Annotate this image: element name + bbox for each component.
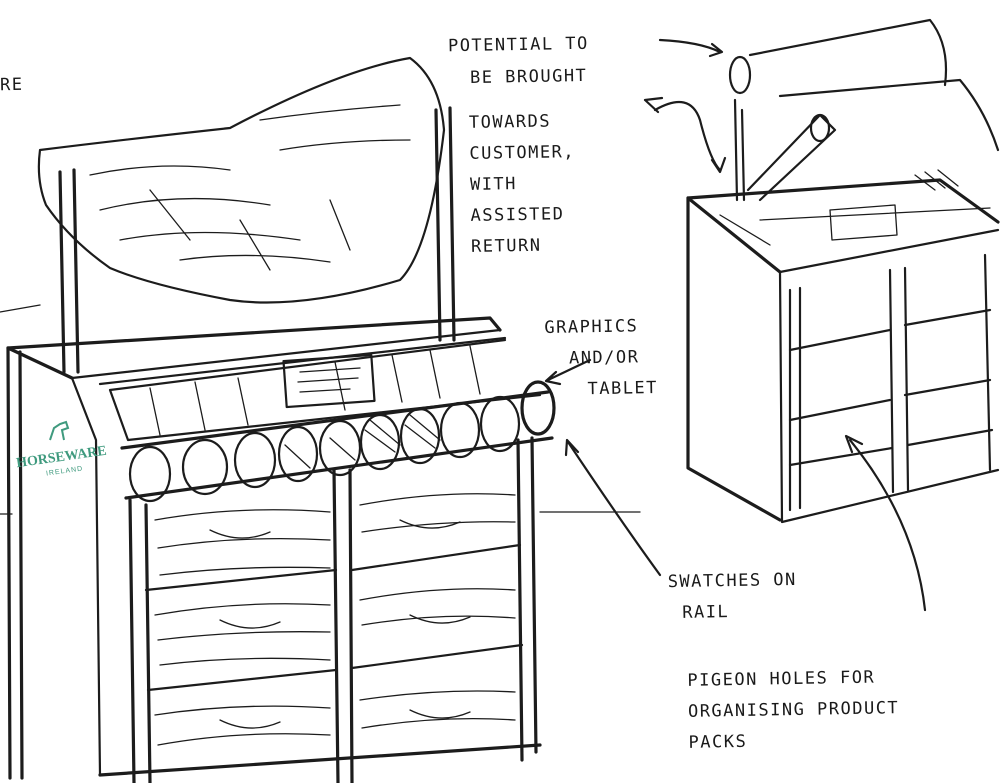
arrow-to-top-hinge [658, 38, 724, 58]
arrow-curved-return [643, 96, 727, 174]
counter-top-front [70, 328, 507, 386]
pivot-hinge-top [728, 55, 752, 95]
arm-post [733, 98, 746, 202]
note-potential: POTENTIAL TO [447, 33, 589, 57]
pigeon-unit-top-panel [719, 204, 991, 246]
arrow-to-pigeon-holes [844, 434, 927, 612]
swing-arm-panels [748, 18, 1000, 152]
folded-product-shelves [144, 493, 524, 746]
tablet-screen [282, 353, 376, 409]
annotation-arrows [544, 38, 927, 612]
left-display-unit [0, 56, 641, 783]
note-potential-2: BE BROUGHT [469, 65, 588, 89]
note-potential-rest: TOWARDS CUSTOMER, WITH ASSISTED RETURN [468, 111, 576, 257]
swatch-rail [120, 390, 554, 500]
fabric-post-left [58, 168, 80, 374]
pigeon-unit-front [778, 228, 1000, 524]
note-fragment: RE [0, 74, 24, 96]
unit-side-panel [6, 346, 74, 780]
note-pigeon: PIGEON HOLES FOR ORGANISING PRODUCT PACK… [687, 667, 900, 753]
unit-side-edge [70, 376, 102, 777]
swatch-rolls [128, 380, 556, 503]
draped-rug-sample [37, 56, 446, 304]
hatch-marks [914, 169, 959, 191]
pivot-hinge-lower [809, 113, 831, 143]
arrow-to-swatches [564, 438, 662, 577]
horse-icon [48, 420, 72, 442]
horseware-logo: HORSEWARE IRELAND [15, 420, 108, 540]
note-swatches: SWATCHES ON RAIL [667, 569, 797, 623]
fabric-post-right [434, 106, 456, 342]
unit-right-post [516, 436, 538, 762]
unit-left-post [128, 498, 152, 783]
right-pigeon-hole-unit [686, 18, 1000, 524]
unit-middle-post [332, 468, 354, 783]
arrow-to-graphics [544, 358, 592, 386]
unit-base [98, 743, 542, 777]
rug-fold-lines [89, 104, 411, 271]
pigeon-unit-shelves [788, 308, 994, 467]
pigeon-unit-dividers [788, 253, 992, 512]
graphic-panel-dividers [149, 345, 481, 436]
counter-top-back [6, 316, 502, 350]
tablet-screen-marks [297, 367, 361, 393]
note-graphics: GRAPHICS AND/OR TABLET [544, 316, 659, 400]
guide-lines [0, 304, 641, 515]
pigeon-unit-outline [686, 178, 1000, 522]
